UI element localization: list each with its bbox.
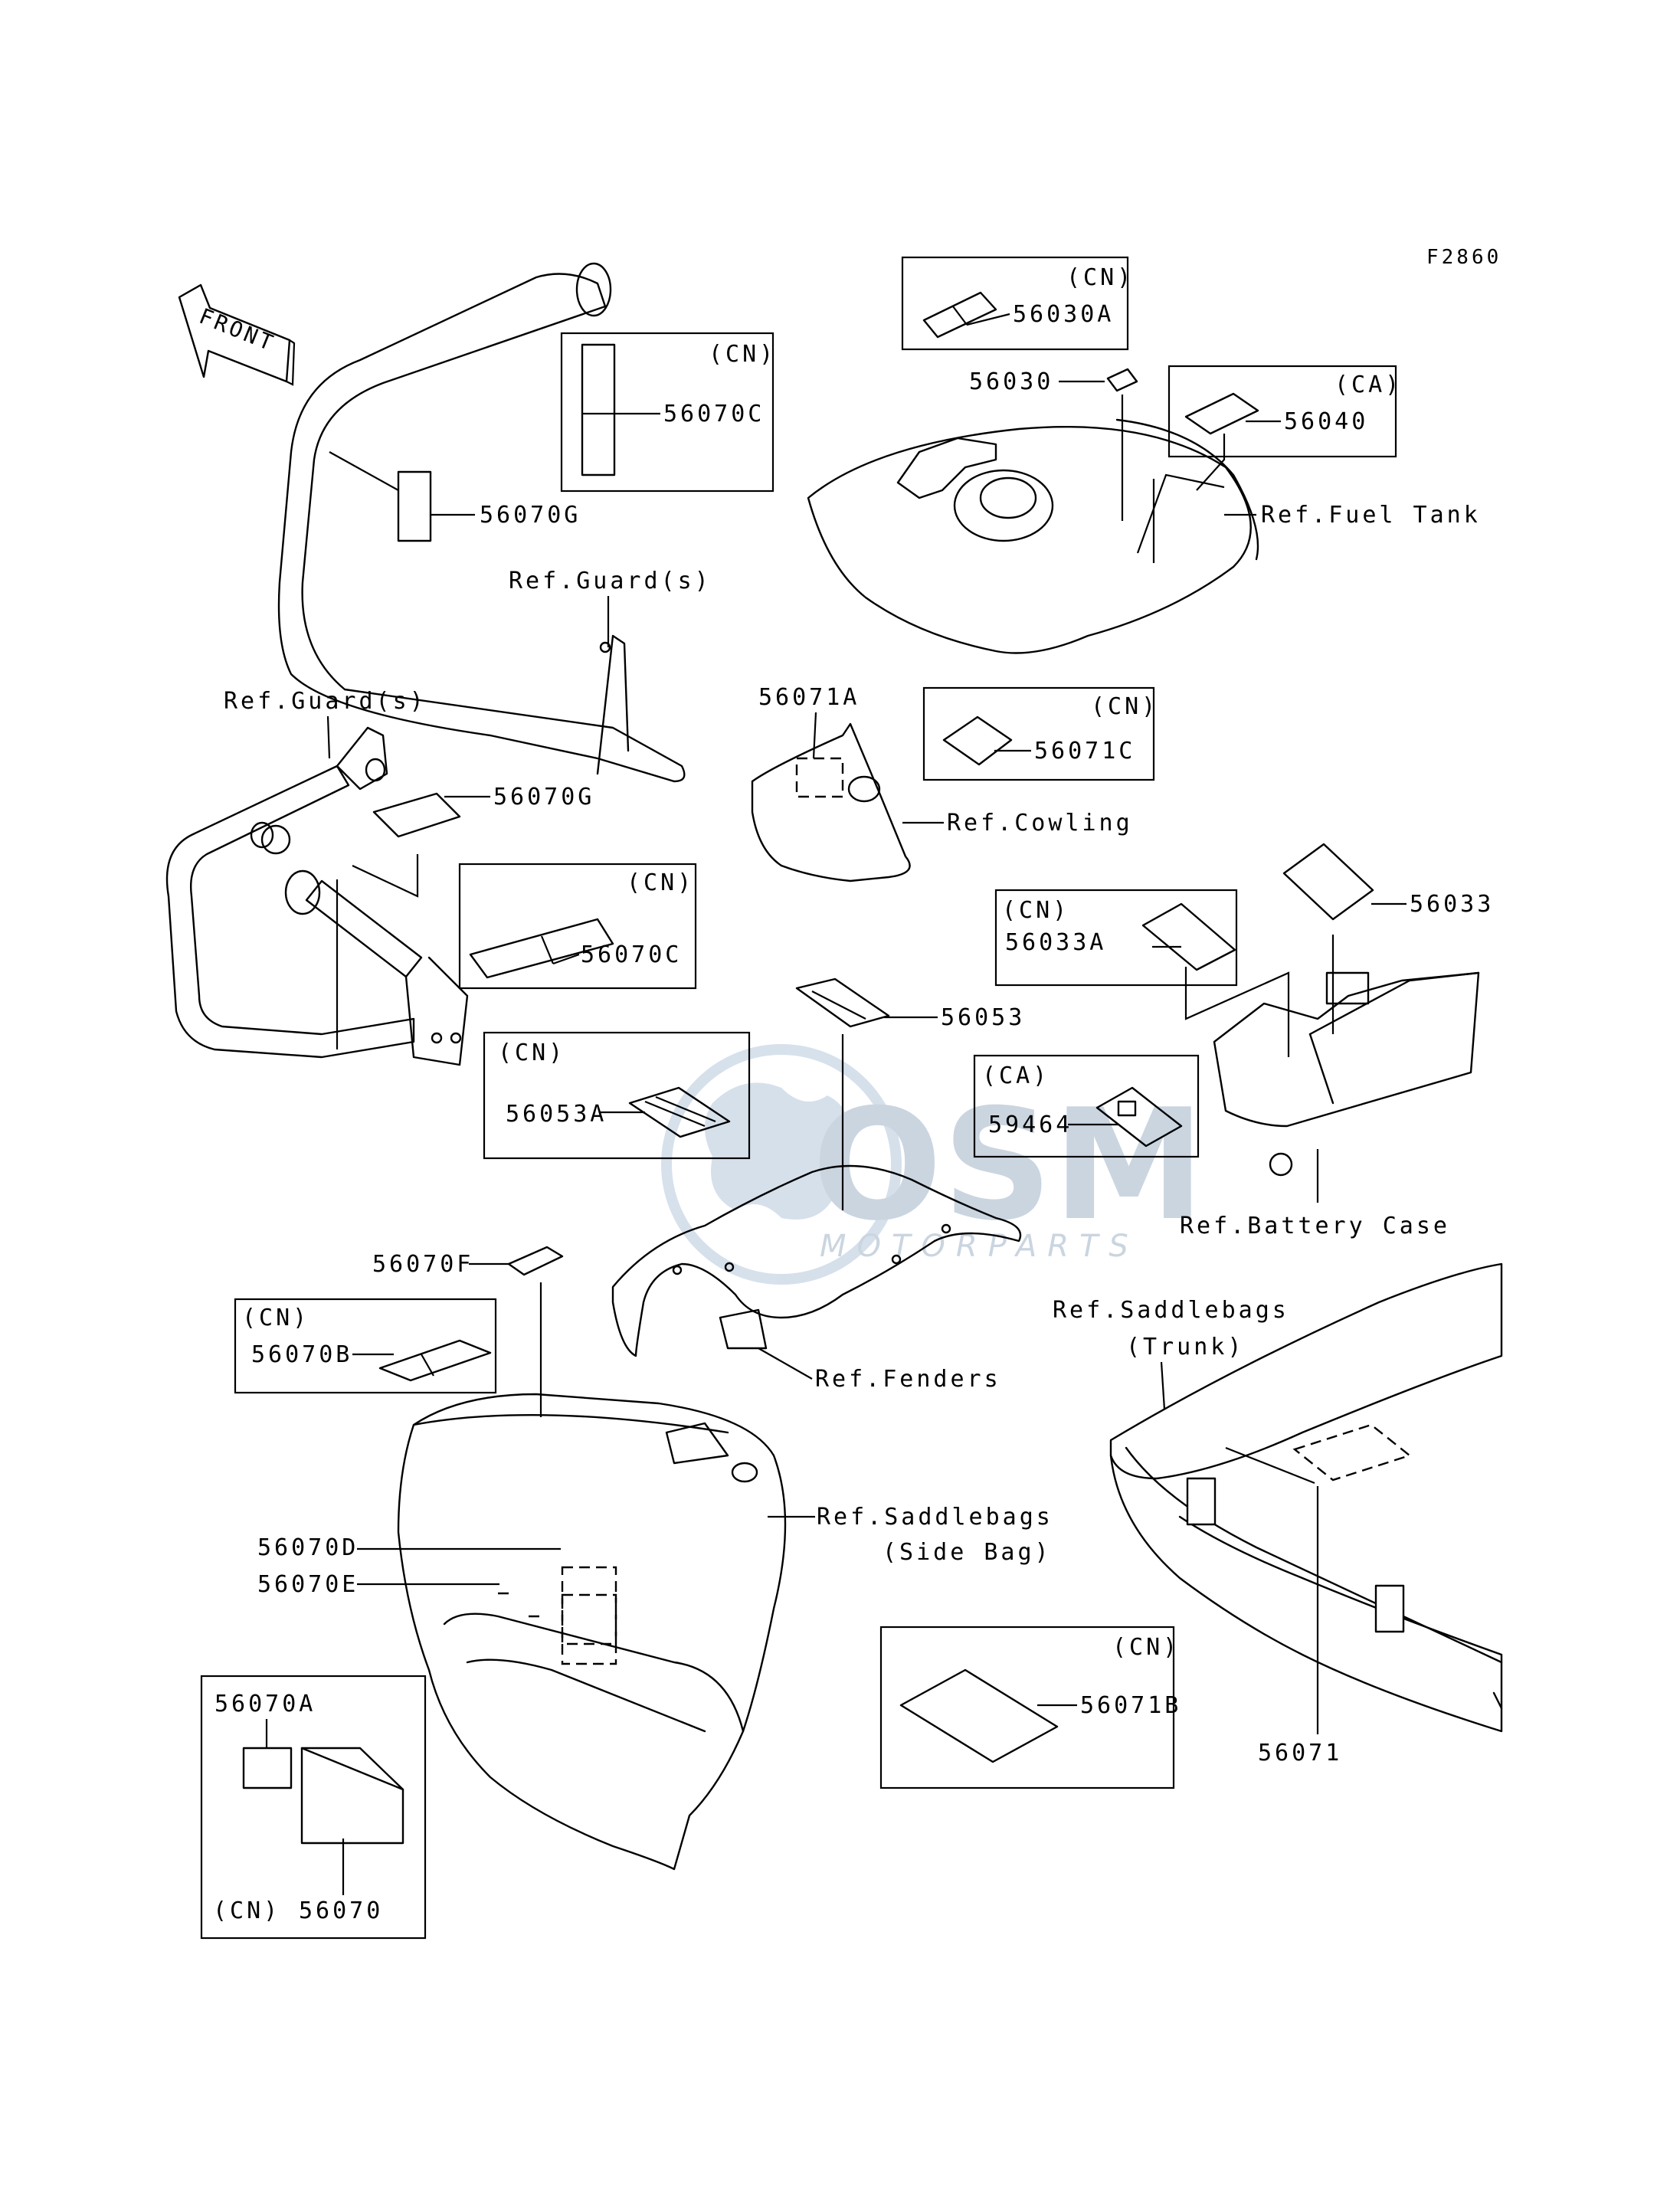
box-56070-part-a: 56070A bbox=[215, 1691, 316, 1717]
sticker-56071: 56071 bbox=[1258, 1740, 1342, 1766]
sticker-56033: 56033 bbox=[1282, 843, 1494, 1034]
box-56070C-upper: (CN) 56070C bbox=[560, 332, 776, 493]
box-56071C-part: 56071C bbox=[1034, 738, 1135, 765]
part-56030: 56030 bbox=[969, 368, 1053, 395]
box-56071B: (CN) 56071B bbox=[879, 1626, 1181, 1789]
box-56053A-part: 56053A bbox=[506, 1101, 607, 1128]
box-56070: 56070A (CN) 56070 bbox=[200, 1675, 427, 1940]
watermark: OSM MOTORPARTS bbox=[661, 1044, 1205, 1285]
part-56070E: 56070E bbox=[257, 1571, 359, 1598]
box-56070C-upper-region: (CN) bbox=[709, 341, 776, 368]
part-56033: 56033 bbox=[1410, 891, 1494, 918]
sticker-56070G-middle: 56070G bbox=[336, 784, 594, 1049]
box-56040: (CA) 56040 bbox=[1167, 365, 1402, 491]
watermark-globe-icon bbox=[661, 1044, 902, 1285]
box-56071C-region: (CN) bbox=[1091, 693, 1158, 720]
ref-guard-upper: Ref.Guard(s) bbox=[509, 568, 712, 647]
watermark-brand: OSM bbox=[812, 1076, 1205, 1255]
sticker-56070D-56070E: 56070D 56070E bbox=[257, 1534, 561, 1598]
side-bag-drawing bbox=[397, 1393, 787, 1871]
ref-fuel-tank-label: Ref.Fuel Tank bbox=[1261, 502, 1481, 529]
fenders-drawing: Ref.Fenders bbox=[611, 1164, 1022, 1393]
sticker-56070G-upper: 56070G bbox=[329, 451, 581, 542]
box-56070C-middle-part: 56070C bbox=[581, 941, 682, 968]
diagram-code: F2860 bbox=[1426, 246, 1502, 269]
box-56053A: (CN) 56053A bbox=[483, 1031, 751, 1160]
box-56070B-region: (CN) bbox=[242, 1305, 309, 1331]
front-label: FRONT bbox=[195, 303, 279, 357]
sticker-56070F: 56070F bbox=[372, 1246, 564, 1417]
box-56030A-part: 56030A bbox=[1013, 301, 1114, 328]
part-56070F: 56070F bbox=[372, 1251, 473, 1278]
box-59464-region: (CA) bbox=[982, 1062, 1050, 1089]
box-56070C-middle-region: (CN) bbox=[627, 869, 694, 896]
watermark-sub: MOTORPARTS bbox=[820, 1229, 1139, 1264]
ref-guard-upper-label: Ref.Guard(s) bbox=[509, 568, 712, 594]
ref-saddlebags-trunk-label-1: Ref.Saddlebags bbox=[1053, 1297, 1289, 1324]
battery-case-drawing: Ref.Battery Case bbox=[1180, 971, 1480, 1239]
ref-battery-case-label: Ref.Battery Case bbox=[1180, 1213, 1450, 1239]
box-56070B: (CN) 56070B bbox=[234, 1298, 497, 1394]
ref-saddlebags-trunk-label-2: (Trunk) bbox=[1126, 1334, 1244, 1360]
trunk-drawing bbox=[1109, 1262, 1503, 1734]
box-56033A: (CN) 56033A bbox=[994, 889, 1290, 1057]
box-56033A-region: (CN) bbox=[1002, 897, 1069, 924]
part-56070G-middle: 56070G bbox=[493, 784, 594, 810]
part-56071A: 56071A bbox=[758, 684, 860, 711]
box-56070-region: (CN) bbox=[213, 1897, 280, 1924]
part-56053: 56053 bbox=[941, 1004, 1025, 1031]
ref-fenders-label: Ref.Fenders bbox=[815, 1366, 1001, 1393]
sticker-56030: 56030 bbox=[969, 368, 1138, 521]
box-56071B-region: (CN) bbox=[1112, 1634, 1180, 1661]
box-56040-region: (CA) bbox=[1335, 372, 1402, 398]
fuel-tank-drawing bbox=[807, 418, 1259, 654]
box-56071C: (CN) 56071C bbox=[922, 686, 1158, 781]
box-56053A-region: (CN) bbox=[498, 1040, 565, 1066]
box-56070B-part: 56070B bbox=[251, 1341, 352, 1368]
ref-cowling-label: Ref.Cowling bbox=[947, 810, 1133, 837]
box-56070C-upper-part: 56070C bbox=[663, 401, 765, 427]
part-56070D: 56070D bbox=[257, 1534, 359, 1561]
box-56033A-part: 56033A bbox=[1005, 929, 1106, 956]
ref-saddlebags-trunk: Ref.Saddlebags (Trunk) bbox=[1053, 1297, 1289, 1410]
box-59464: (CA) 59464 bbox=[973, 1054, 1200, 1158]
ref-saddlebags-side-label-2: (Side Bag) bbox=[883, 1539, 1052, 1566]
box-56070-part-b: 56070 bbox=[299, 1897, 383, 1924]
cowling-drawing: 56071A Ref.Cowling bbox=[751, 684, 1133, 882]
part-56070G-upper: 56070G bbox=[480, 502, 581, 529]
guard-lower-drawing bbox=[165, 726, 469, 1066]
watermark-globe-continents-icon bbox=[705, 1082, 848, 1220]
box-56030A-region: (CN) bbox=[1066, 264, 1134, 291]
guard-upper-drawing bbox=[277, 262, 686, 783]
box-56030A: (CN) 56030A bbox=[901, 256, 1134, 351]
box-56070C-middle: (CN) 56070C bbox=[458, 863, 697, 990]
ref-saddlebags-side: Ref.Saddlebags (Side Bag) bbox=[768, 1504, 1053, 1566]
part-56071: 56071 bbox=[1258, 1740, 1342, 1766]
box-56071B-part: 56071B bbox=[1080, 1692, 1181, 1719]
ref-saddlebags-side-label-1: Ref.Saddlebags bbox=[817, 1504, 1053, 1531]
sticker-56053: 56053 bbox=[795, 977, 1025, 1210]
box-59464-part: 59464 bbox=[988, 1112, 1073, 1138]
ref-guard-left-label: Ref.Guard(s) bbox=[224, 688, 427, 715]
front-arrow-icon: FRONT bbox=[178, 283, 296, 386]
box-56040-part: 56040 bbox=[1284, 408, 1368, 435]
ref-guard-left: Ref.Guard(s) bbox=[224, 688, 427, 759]
ref-fuel-tank: Ref.Fuel Tank bbox=[1224, 502, 1481, 529]
